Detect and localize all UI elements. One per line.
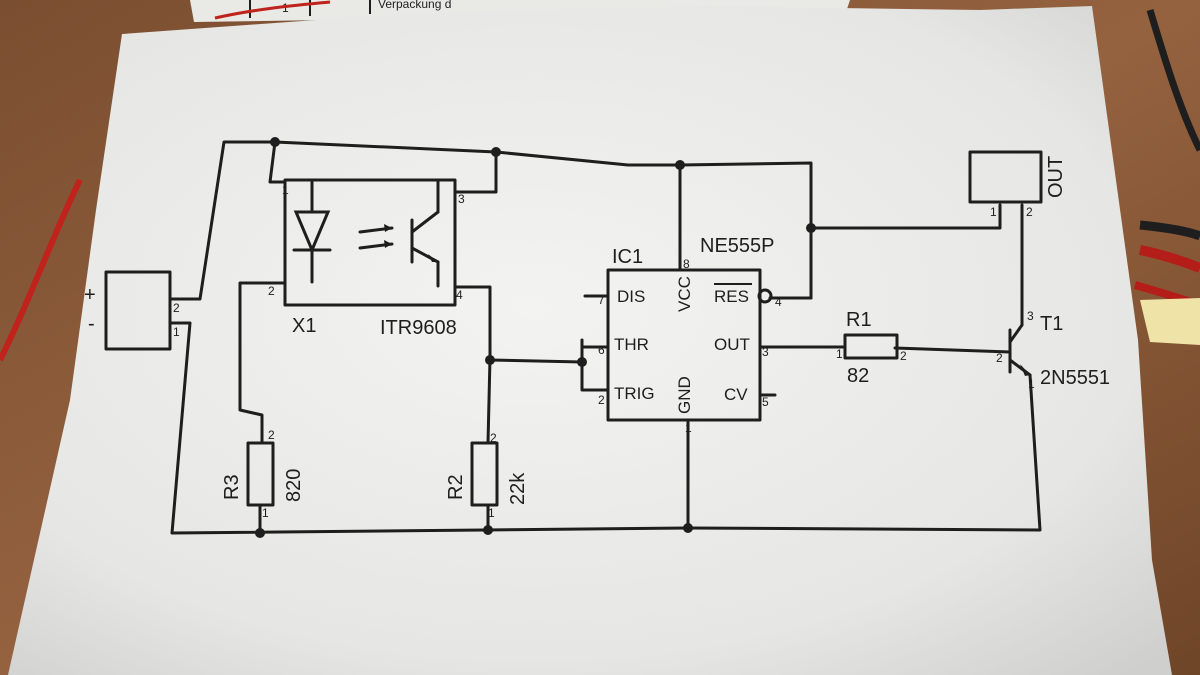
resistor-r2: R2 22k 2 1 (445, 431, 529, 520)
ic1-ref: IC1 (612, 246, 643, 268)
schematic: + - 2 1 (84, 137, 1110, 538)
r1-value: 82 (847, 365, 869, 387)
ic1-part: NE555P (700, 235, 775, 257)
out-connector-label: OUT (1045, 156, 1067, 198)
supply-pin-2: 2 (173, 301, 180, 315)
ic1-trig: TRIG (614, 384, 655, 403)
t1-pin-3: 3 (1027, 309, 1034, 323)
transistor-t1: T1 2N5551 3 2 1 (996, 309, 1110, 391)
ic1-vcc: VCC (675, 276, 694, 312)
wires (168, 140, 1042, 535)
r1-ref: R1 (846, 309, 872, 331)
x1-pin-3: 3 (458, 192, 465, 206)
schematic-paper (8, 6, 1172, 675)
r2-pin-1: 1 (488, 506, 495, 520)
supply-minus-label: - (88, 313, 95, 335)
r3-pin-1: 1 (262, 506, 269, 520)
t1-ref: T1 (1040, 313, 1063, 335)
r1-pin-1: 1 (836, 347, 843, 361)
r3-value: 820 (283, 469, 305, 502)
x1-pin-2: 2 (268, 284, 275, 298)
x1-ref: X1 (292, 315, 316, 337)
r2-value: 22k (507, 472, 529, 505)
red-wires (0, 8, 1200, 362)
ic1-pin-1: 1 (685, 421, 692, 435)
ic1-pin-5: 5 (762, 395, 769, 409)
supply-connector: + - 2 1 (84, 270, 180, 351)
t1-pin-2: 2 (996, 351, 1003, 365)
ic1-pin-8: 8 (683, 257, 690, 271)
ic1-gnd: GND (675, 376, 694, 414)
resistor-r1: R1 82 1 2 (836, 309, 907, 387)
r3-ref: R3 (221, 474, 243, 500)
supply-pin-1: 1 (173, 325, 180, 339)
ic1-ne555: IC1 NE555P DIS THR TRIG RES OUT CV VCC G… (598, 235, 782, 435)
supply-plus-label: + (84, 284, 96, 306)
ic1-pin-2: 2 (598, 393, 605, 407)
ic1-pin-6: 6 (598, 343, 605, 357)
ic1-pin-3: 3 (762, 345, 769, 359)
ic1-thr: THR (614, 335, 649, 354)
x1-pin-1: 1 (282, 183, 289, 197)
resistor-r3: R3 820 2 1 (221, 428, 305, 520)
out-connector-pin-1: 1 (990, 205, 997, 219)
x1-pin-4: 4 (456, 288, 463, 302)
r2-pin-2: 2 (490, 431, 497, 445)
ic1-cv: CV (724, 385, 748, 404)
out-connector-pin-2: 2 (1026, 205, 1033, 219)
t1-part: 2N5551 (1040, 367, 1110, 389)
ic1-pin-7: 7 (598, 293, 605, 307)
ic1-res: RES (714, 287, 749, 306)
out-connector: OUT 1 2 (968, 150, 1067, 219)
junctions (255, 137, 816, 538)
optocoupler-x1: 1 2 3 4 X1 ITR9608 (268, 178, 465, 339)
r1-pin-2: 2 (900, 349, 907, 363)
ic1-dis: DIS (617, 287, 645, 306)
ic1-pin-4: 4 (775, 295, 782, 309)
background-sheet-text: Verpackung d (378, 0, 451, 11)
x1-part: ITR9608 (380, 317, 457, 339)
t1-pin-1: 1 (1028, 377, 1035, 391)
ic1-out: OUT (714, 335, 750, 354)
r2-ref: R2 (445, 474, 467, 500)
r3-pin-2: 2 (268, 428, 275, 442)
